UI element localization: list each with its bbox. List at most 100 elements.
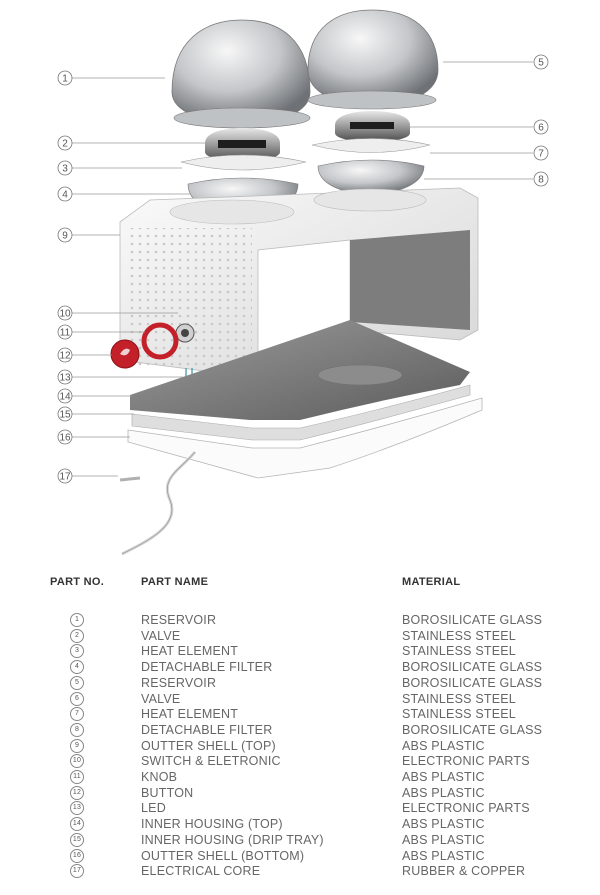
part-name: BUTTON [141, 785, 194, 800]
knob-ring [141, 322, 179, 360]
outer-shell-top [119, 187, 479, 379]
part-name: DETACHABLE FILTER [141, 722, 273, 737]
part-number-badge: 11 [70, 770, 84, 784]
part-number-badge: 4 [70, 660, 84, 675]
leader-lines [72, 61, 533, 477]
part-number-badge: 9 [70, 738, 84, 753]
callout-9: 9 [57, 227, 73, 243]
lower-housing [127, 320, 483, 479]
callouts: 1 2 3 4 5 6 7 8 9 10 11 12 13 14 15 16 1… [57, 54, 549, 484]
part-name: OUTTER SHELL (BOTTOM) [141, 848, 305, 863]
table-row: 6 VALVE STAINLESS STEEL [0, 691, 600, 707]
part-material: RUBBER & COPPER [402, 864, 526, 879]
callout-8: 8 [533, 171, 549, 187]
part-material: ELECTRONIC PARTS [402, 801, 530, 816]
part-name: VALVE [141, 691, 181, 706]
table-row: 12 BUTTON ABS PLASTIC [0, 785, 600, 801]
part-name: VALVE [141, 628, 181, 643]
svg-text:14: 14 [59, 392, 71, 403]
svg-text:3: 3 [62, 164, 68, 175]
callout-5: 5 [533, 54, 549, 70]
part-number-badge: 7 [70, 707, 84, 722]
part-number-badge: 1 [70, 613, 84, 627]
callout-12: 12 [57, 347, 73, 363]
header-material: MATERIAL [402, 576, 461, 588]
callout-10: 10 [57, 305, 73, 321]
heat-element-left [180, 154, 307, 171]
table-row: 8 DETACHABLE FILTER BOROSILICATE GLASS [0, 722, 600, 738]
part-name: DETACHABLE FILTER [141, 660, 273, 675]
outer-shell-bottom [127, 397, 483, 479]
callout-2: 2 [57, 135, 73, 151]
inner-housing-top [130, 320, 470, 420]
svg-text:10: 10 [59, 309, 71, 320]
part-material: BOROSILICATE GLASS [402, 722, 543, 737]
part-name: KNOB [141, 770, 178, 784]
part-material: STAINLESS STEEL [402, 707, 516, 722]
part-name: RESERVOIR [141, 675, 217, 690]
part-material: ABS PLASTIC [402, 832, 485, 847]
svg-text:6: 6 [538, 123, 544, 134]
part-number-badge: 3 [70, 644, 84, 659]
part-name: SWITCH & ELETRONIC [141, 754, 281, 769]
part-material: ABS PLASTIC [402, 738, 485, 753]
part-name: INNER HOUSING (DRIP TRAY) [141, 832, 324, 847]
svg-text:17: 17 [59, 472, 71, 483]
part-material: STAINLESS STEEL [402, 628, 516, 643]
part-number-badge: 5 [70, 675, 84, 690]
header-part-no: PART NO. [50, 576, 105, 588]
part-material: BOROSILICATE GLASS [402, 660, 543, 675]
svg-text:4: 4 [62, 190, 68, 201]
electrical-cord [121, 451, 197, 556]
part-number-badge: 2 [70, 628, 84, 643]
callout-14: 14 [57, 388, 73, 404]
svg-text:2: 2 [62, 139, 68, 150]
table-row: 5 RESERVOIR BOROSILICATE GLASS [0, 675, 600, 691]
left-reservoir-stack [171, 19, 311, 215]
callout-4: 4 [57, 186, 73, 202]
svg-text:11: 11 [60, 328, 71, 339]
callout-11: 11 [57, 324, 73, 340]
part-number-badge: 14 [70, 817, 84, 832]
svg-text:5: 5 [538, 58, 544, 69]
part-name: OUTTER SHELL (TOP) [141, 738, 276, 753]
callout-17: 17 [57, 468, 73, 484]
part-number-badge: 13 [70, 801, 84, 816]
table-row: 11 KNOB ABS PLASTIC [0, 770, 600, 785]
part-material: ABS PLASTIC [402, 785, 485, 800]
svg-text:9: 9 [62, 231, 68, 242]
callout-16: 16 [57, 429, 73, 445]
right-reservoir-stack [307, 9, 439, 195]
part-material: ABS PLASTIC [402, 848, 485, 863]
part-number-badge: 8 [70, 722, 84, 737]
part-material: BOROSILICATE GLASS [402, 613, 543, 627]
part-material: STAINLESS STEEL [402, 644, 516, 659]
part-number-badge: 6 [70, 691, 84, 706]
part-material: BOROSILICATE GLASS [402, 675, 543, 690]
inner-housing-drip-tray [131, 384, 471, 441]
svg-text:8: 8 [538, 175, 544, 186]
part-number-badge: 10 [70, 754, 84, 769]
callout-13: 13 [57, 369, 73, 385]
callout-7: 7 [533, 145, 549, 161]
table-row: 4 DETACHABLE FILTER BOROSILICATE GLASS [0, 660, 600, 675]
part-material: ABS PLASTIC [402, 770, 485, 784]
part-material: STAINLESS STEEL [402, 691, 516, 706]
callout-15: 15 [57, 406, 73, 422]
callout-3: 3 [57, 160, 73, 176]
svg-text:7: 7 [538, 149, 544, 160]
detachable-filter-right [317, 159, 425, 195]
svg-text:16: 16 [59, 433, 71, 444]
part-material: ELECTRONIC PARTS [402, 754, 530, 769]
part-number-badge: 12 [70, 785, 84, 800]
part-number-badge: 17 [70, 864, 84, 879]
callout-6: 6 [533, 119, 549, 135]
